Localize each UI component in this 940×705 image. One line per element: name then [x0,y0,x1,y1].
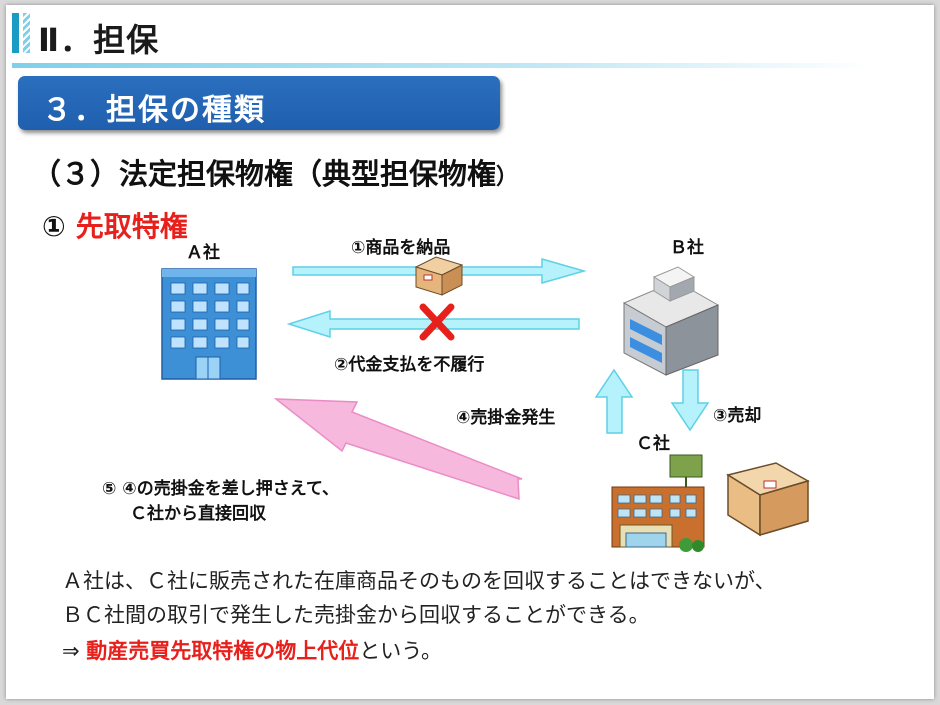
header-underline [12,63,872,68]
main-heading: （３）法定担保物権（典型担保物権） [32,151,518,193]
building-b-icon [622,266,720,376]
step1-label: ①商品を納品 [351,238,451,258]
step5-label-line1: ⑤ ④の売掛金を差し押さえて、 [102,479,340,499]
flow-diagram [161,256,810,552]
section-title: Ⅱ．担保 [38,21,160,59]
building-c-icon [611,454,705,552]
header-accent-stripes [23,13,30,53]
body-line-1: Ａ社は、Ｃ社に販売された在庫商品そのものを回収することはできないが、 [62,569,776,593]
body-line-3: ⇒ 動産売買先取特権の物上代位という。 [62,635,442,665]
arrow-receivable [594,368,634,434]
main-heading-close: ） [496,165,519,190]
step3-label: ③売却 [713,406,762,426]
company-a-label: Ａ社 [186,243,220,263]
item-heading: ① 先取特権 [42,205,188,245]
company-c-label: Ｃ社 [636,434,670,454]
cross-icon [419,303,455,341]
header-accent-bar [12,13,19,53]
cardboard-box-icon [726,462,810,537]
subheader-title: ３．担保の種類 [42,93,266,128]
main-heading-text: （３）法定担保物権（典型担保物権 [32,157,497,191]
building-a-icon [161,268,257,380]
item-number: ① [42,210,66,243]
package-icon [414,256,464,296]
body-line-3-suffix: という。 [359,639,443,663]
arrow-collect [273,398,523,501]
body-line-2: ＢＣ社間の取引で発生した売掛金から回収することができる。 [62,603,650,627]
highlight-term: 動産売買先取特権の物上代位 [86,639,360,663]
company-b-label: Ｂ社 [670,238,704,258]
step5-label-line2: Ｃ社から直接回収 [130,504,266,524]
slide: Ⅱ．担保 ３．担保の種類 （３）法定担保物権（典型担保物権） ① 先取特権 [6,5,934,699]
subheader-box [18,76,500,130]
step4-label: ④売掛金発生 [456,408,556,428]
step2-label: ②代金支払を不履行 [334,355,485,375]
implies-arrow: ⇒ [62,639,80,663]
item-title: 先取特権 [75,210,188,243]
arrow-sale [670,369,710,432]
